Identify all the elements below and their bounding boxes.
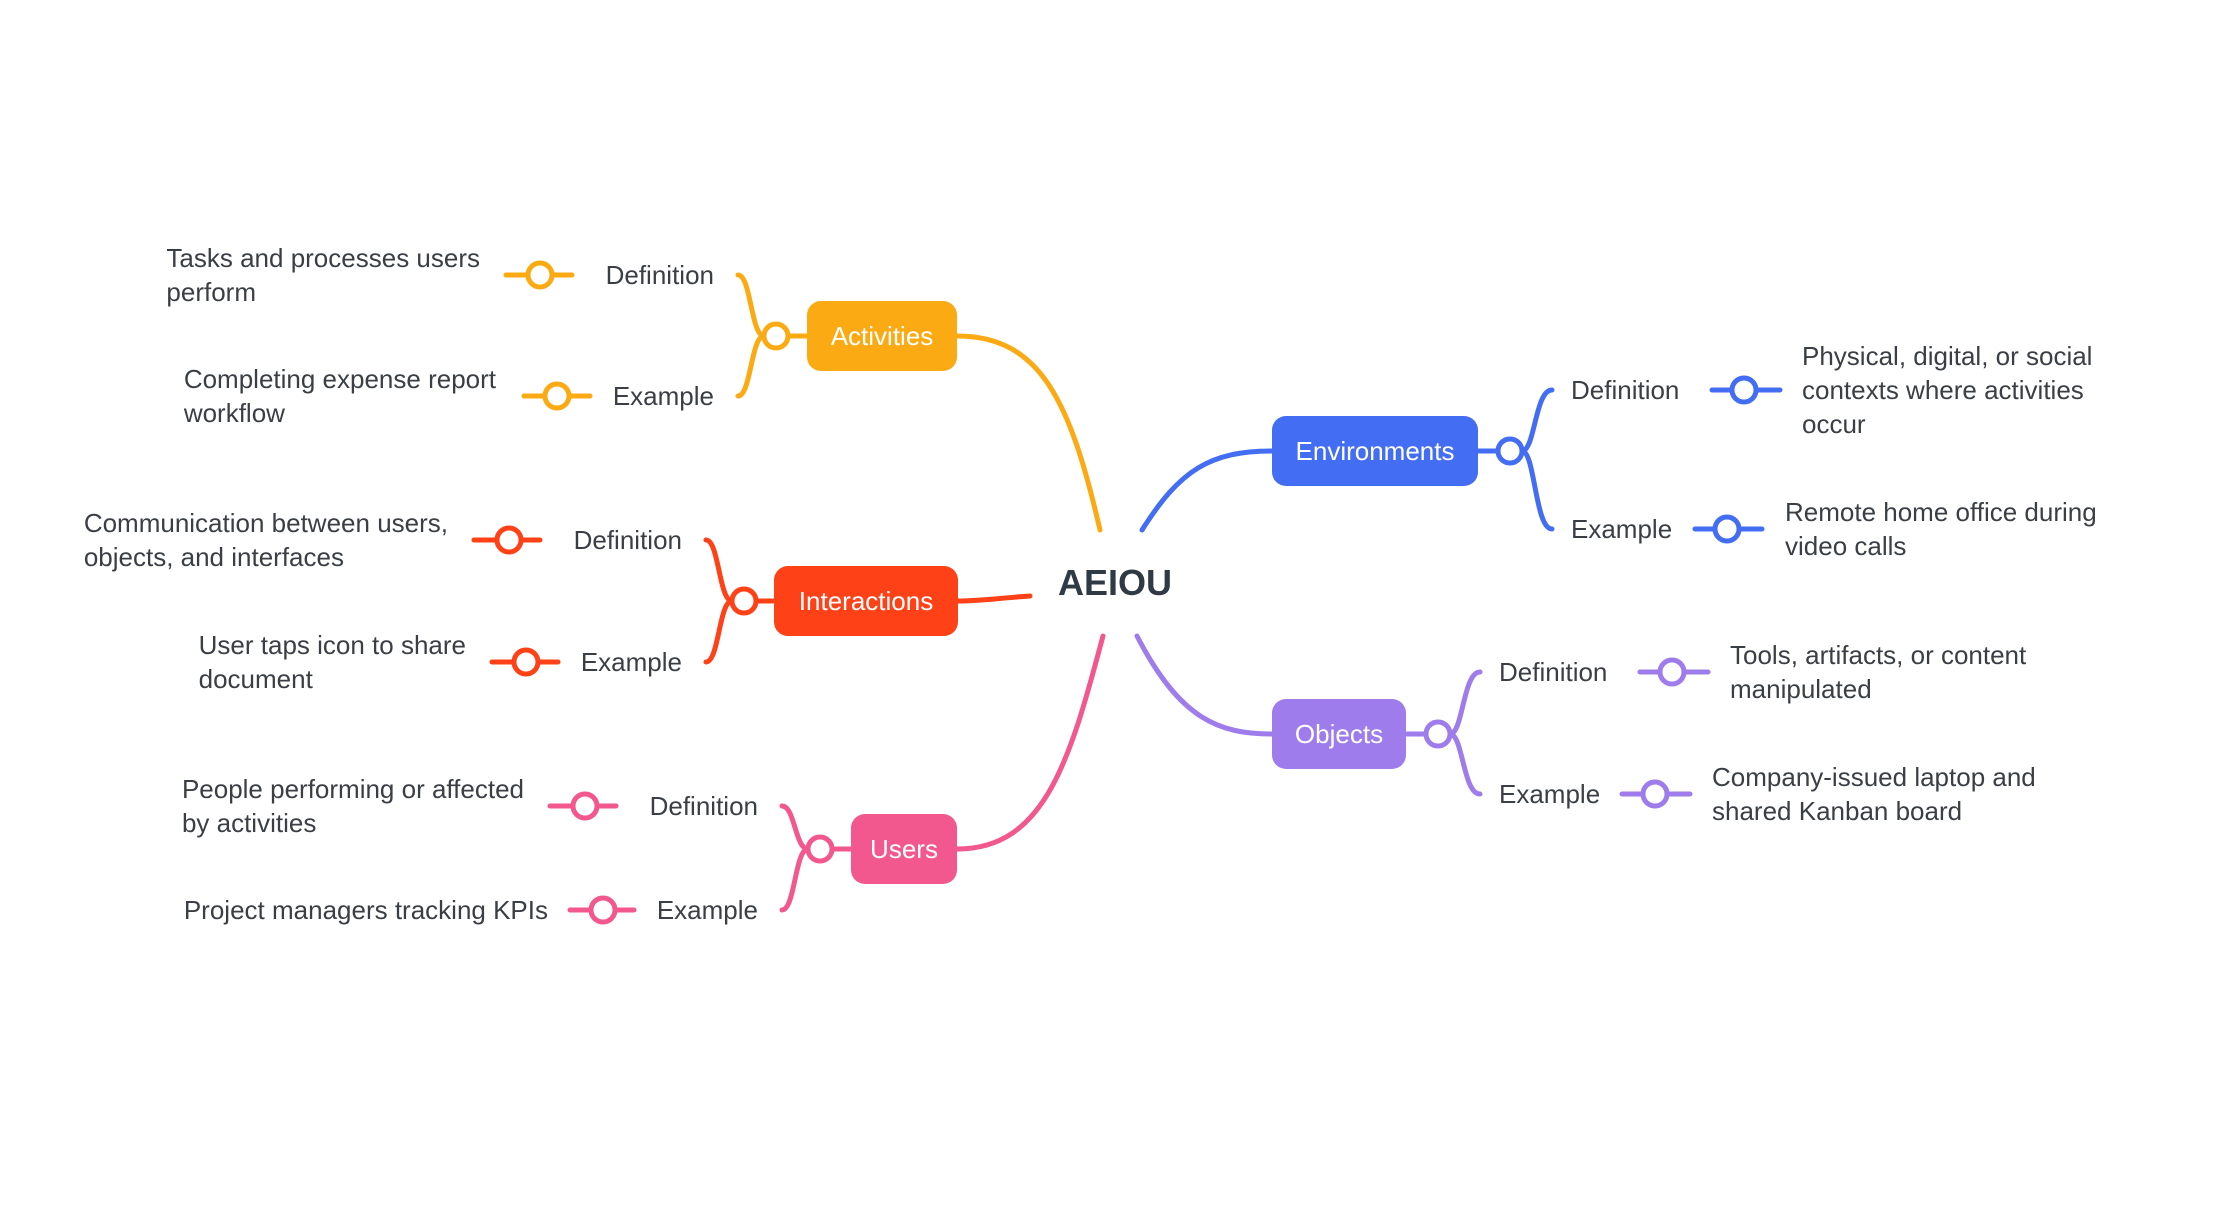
interactions-fork-example: [703, 598, 735, 665]
activities-example-text[interactable]: Completing expense report workflow: [183, 364, 496, 428]
environments-example-label[interactable]: Example: [1571, 514, 1673, 544]
environments-example-knob[interactable]: [1712, 514, 1742, 544]
environments-hub-knob[interactable]: [1495, 436, 1525, 466]
topic-users[interactable]: Users: [851, 814, 957, 884]
root-to-objects-connector: [1134, 633, 1275, 737]
activities-definition-knob[interactable]: [525, 260, 555, 290]
activities-example-label[interactable]: Example: [612, 381, 714, 411]
users-definition-knob[interactable]: [570, 791, 600, 821]
objects-definition-label[interactable]: Definition: [1499, 657, 1608, 687]
environments-definition-text[interactable]: Physical, digital, or social contexts wh…: [1802, 341, 2093, 439]
topic-environments[interactable]: Environments: [1272, 416, 1478, 486]
objects-example-text[interactable]: Company-issued laptop and shared Kanban …: [1712, 762, 2036, 826]
interactions-example-knob[interactable]: [511, 647, 541, 677]
objects-definition-text[interactable]: Tools, artifacts, or content manipulated: [1730, 640, 2027, 704]
root-to-environments-connector: [1139, 448, 1275, 533]
users-example-knob[interactable]: [588, 895, 618, 925]
activities-hub-knob[interactable]: [761, 321, 791, 351]
topic-objects[interactable]: Objects: [1272, 699, 1406, 769]
users-definition-label[interactable]: Definition: [649, 791, 758, 821]
environments-fork-definition: [1519, 387, 1555, 454]
users-fork-definition: [779, 803, 811, 852]
activities-definition-text[interactable]: Tasks and processes users perform: [166, 243, 480, 307]
objects-example-label[interactable]: Example: [1499, 779, 1601, 809]
environments-example-text[interactable]: Remote home office during video calls: [1785, 497, 2097, 561]
users-example-label[interactable]: Example: [656, 895, 758, 925]
root-topic[interactable]: AEIOU: [1057, 562, 1173, 603]
interactions-hub-knob[interactable]: [729, 586, 759, 616]
objects-fork-example: [1447, 731, 1483, 797]
objects-example-knob[interactable]: [1640, 779, 1670, 809]
topic-interactions[interactable]: Interactions: [774, 566, 958, 636]
topic-activities[interactable]: Activities: [807, 301, 957, 371]
activities-example-knob[interactable]: [542, 381, 572, 411]
root-to-users-connector: [954, 633, 1106, 852]
root-to-interactions-connector: [955, 593, 1033, 604]
objects-hub-knob[interactable]: [1423, 719, 1453, 749]
root-to-activities-connector: [954, 333, 1103, 533]
users-hub-knob[interactable]: [805, 834, 835, 864]
users-definition-text[interactable]: People performing or affected by activit…: [181, 774, 524, 838]
interactions-example-label[interactable]: Example: [580, 647, 682, 677]
interactions-definition-text[interactable]: Communication between users, objects, an…: [83, 508, 448, 572]
interactions-fork-definition: [703, 537, 735, 604]
activities-definition-label[interactable]: Definition: [605, 260, 714, 290]
users-example-text[interactable]: Project managers tracking KPIs: [183, 895, 548, 925]
activities-fork-example: [735, 333, 767, 399]
environments-definition-knob[interactable]: [1729, 375, 1759, 405]
users-fork-example: [779, 846, 811, 913]
interactions-definition-label[interactable]: Definition: [573, 525, 682, 555]
objects-definition-knob[interactable]: [1657, 657, 1687, 687]
objects-fork-definition: [1447, 669, 1483, 737]
environments-fork-example: [1519, 448, 1555, 532]
interactions-example-text[interactable]: User taps icon to share document: [198, 630, 466, 694]
interactions-definition-knob[interactable]: [494, 525, 524, 555]
activities-fork-definition: [735, 272, 767, 339]
environments-definition-label[interactable]: Definition: [1571, 375, 1680, 405]
